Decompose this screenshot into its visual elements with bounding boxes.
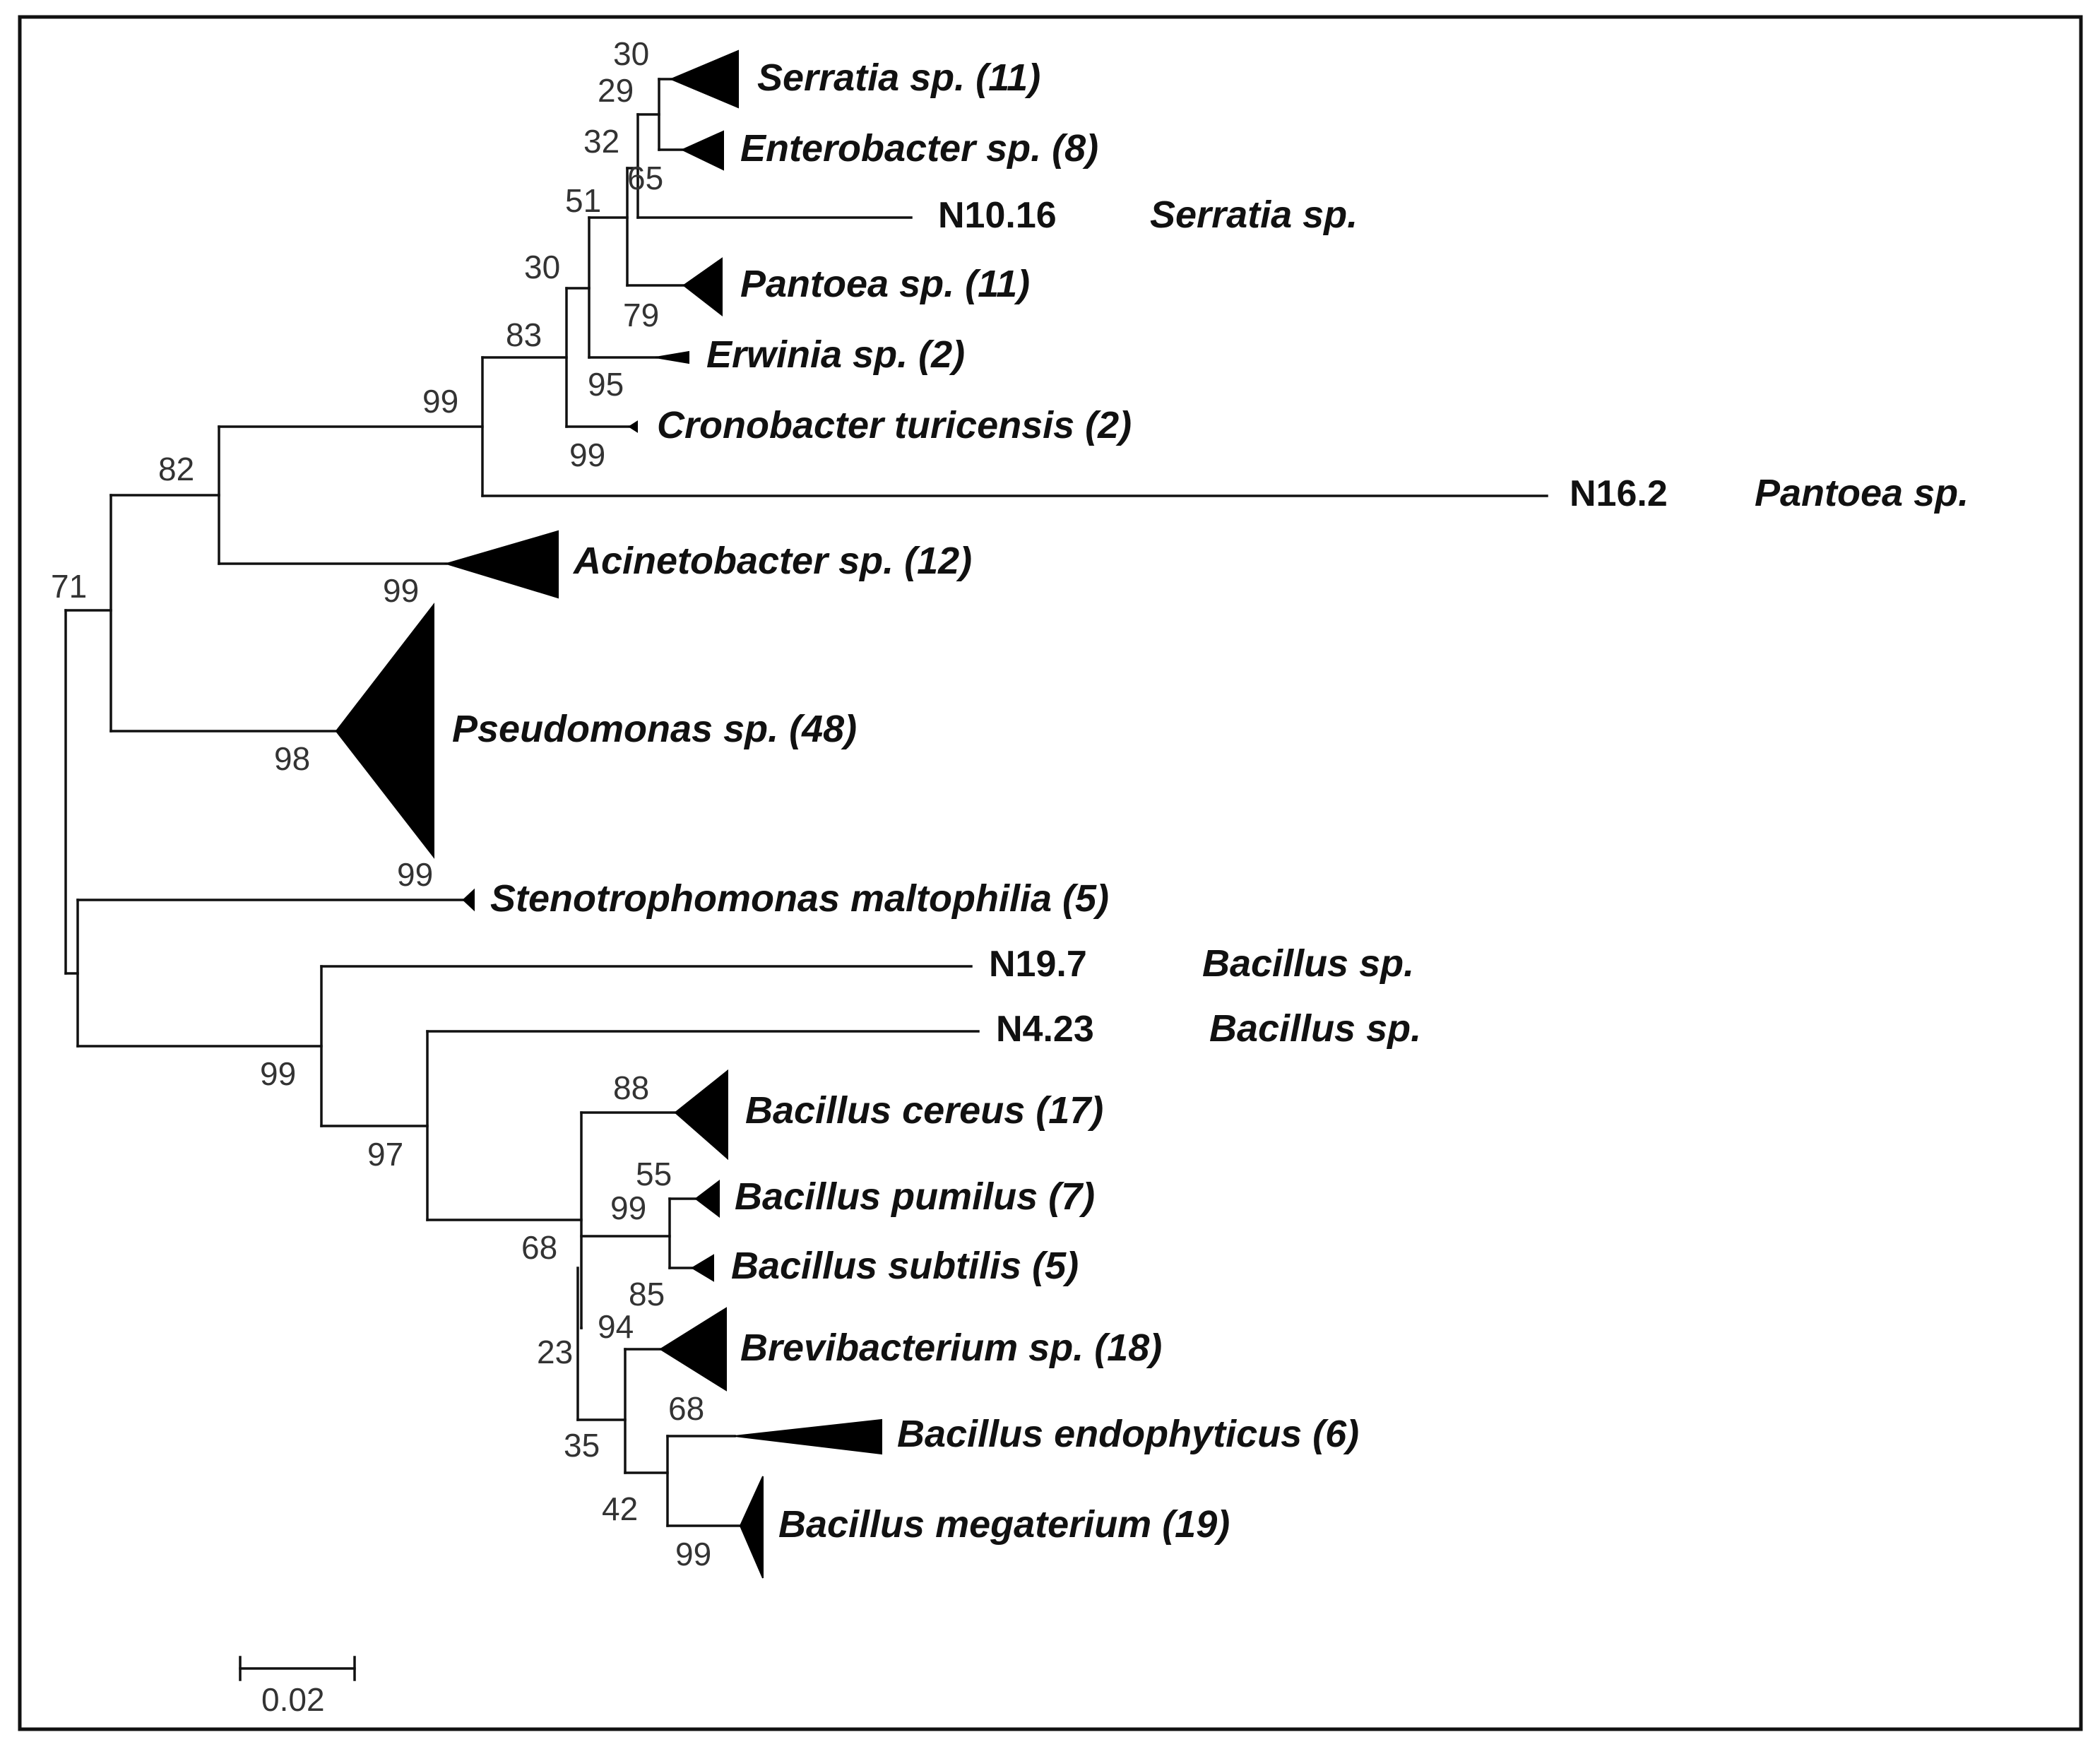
bootstrap-value: 65 [627, 160, 663, 196]
clade-stenotrophomonas [462, 888, 475, 912]
clade-bacillus-subtilis [691, 1254, 714, 1282]
bootstrap-value: 82 [158, 451, 194, 487]
bootstrap-value: 98 [274, 740, 310, 777]
bootstrap-value: 99 [675, 1536, 711, 1572]
bootstrap-value: 68 [668, 1390, 704, 1427]
figure-frame [18, 15, 2083, 1731]
bootstrap-value: 95 [588, 366, 624, 403]
taxon-n10-16-name: Serratia sp. [1150, 194, 1358, 236]
clade-bacillus-megaterium [739, 1476, 764, 1579]
bootstrap-value: 97 [367, 1136, 403, 1173]
taxon-n16-2-name: Pantoea sp. [1755, 472, 1969, 514]
scale-bar: 0.02 [239, 1656, 356, 1718]
bootstrap-value: 30 [524, 249, 560, 285]
bootstrap-value: 88 [613, 1069, 649, 1106]
bootstrap-value: 23 [537, 1334, 573, 1370]
taxon-bacillus-subtilis: Bacillus subtilis (5) [731, 1245, 1079, 1287]
taxon-pseudomonas: Pseudomonas sp. (48) [452, 708, 857, 750]
bootstrap-value: 99 [397, 856, 433, 893]
taxon-acinetobacter: Acinetobacter sp. (12) [572, 540, 972, 582]
taxon-pantoea: Pantoea sp. (11) [740, 263, 1030, 305]
bootstrap-value: 30 [613, 35, 649, 72]
taxon-n4-23-name: Bacillus sp. [1209, 1007, 1421, 1050]
taxon-enterobacter: Enterobacter sp. (8) [740, 127, 1098, 170]
clade-bacillus-endophyticus [734, 1418, 882, 1455]
taxon-bacillus-endophyticus: Bacillus endophyticus (6) [897, 1413, 1359, 1455]
clade-bacillus-cereus [674, 1069, 728, 1161]
bootstrap-values: 30 29 32 65 51 30 79 83 95 99 99 82 99 7… [51, 35, 711, 1572]
taxon-erwinia: Erwinia sp. (2) [706, 333, 965, 376]
taxon-serratia: Serratia sp. (11) [757, 57, 1040, 99]
collapsed-clades [335, 49, 882, 1579]
clade-cronobacter [628, 420, 638, 433]
bootstrap-value: 55 [636, 1156, 672, 1192]
bootstrap-value: 79 [623, 297, 659, 333]
taxon-n10-16-id: N10.16 [938, 195, 1057, 236]
bootstrap-value: 85 [629, 1276, 665, 1312]
tree-branches [64, 78, 1548, 1527]
bootstrap-value: 32 [583, 123, 619, 160]
taxon-cronobacter: Cronobacter turicensis (2) [657, 404, 1132, 446]
bootstrap-value: 99 [260, 1055, 296, 1092]
bootstrap-value: 83 [506, 316, 542, 353]
clade-pseudomonas [335, 603, 434, 859]
clade-brevibacterium [659, 1307, 727, 1392]
bootstrap-value: 71 [51, 568, 87, 605]
taxon-n19-7-name: Bacillus sp. [1202, 942, 1414, 985]
clade-serratia [669, 49, 739, 109]
taxon-bacillus-megaterium: Bacillus megaterium (19) [778, 1503, 1230, 1546]
bootstrap-value: 94 [598, 1308, 634, 1345]
clade-enterobacter [680, 130, 724, 171]
bootstrap-value: 35 [564, 1427, 600, 1464]
clade-acinetobacter [444, 530, 559, 599]
bootstrap-value: 99 [610, 1190, 646, 1226]
bootstrap-value: 99 [569, 437, 605, 473]
bootstrap-value: 99 [383, 572, 419, 609]
taxon-labels: Serratia sp. (11) Enterobacter sp. (8) N… [452, 57, 1969, 1546]
bootstrap-value: 29 [598, 72, 634, 109]
taxon-n16-2-id: N16.2 [1570, 473, 1668, 514]
scale-bar-label: 0.02 [261, 1681, 325, 1718]
clade-pantoea [682, 257, 723, 317]
bootstrap-value: 51 [565, 182, 601, 219]
taxon-bacillus-cereus: Bacillus cereus (17) [745, 1089, 1103, 1132]
clade-erwinia [655, 350, 689, 364]
taxon-bacillus-pumilus: Bacillus pumilus (7) [735, 1175, 1095, 1218]
bootstrap-value: 68 [521, 1229, 557, 1266]
taxon-n19-7-id: N19.7 [989, 944, 1087, 985]
taxon-brevibacterium: Brevibacterium sp. (18) [740, 1327, 1162, 1369]
bootstrap-value: 99 [422, 383, 458, 420]
taxon-n4-23-id: N4.23 [996, 1009, 1094, 1050]
clade-bacillus-pumilus [694, 1179, 720, 1219]
taxon-stenotrophomonas: Stenotrophomonas maltophilia (5) [490, 877, 1109, 920]
bootstrap-value: 42 [602, 1490, 638, 1527]
